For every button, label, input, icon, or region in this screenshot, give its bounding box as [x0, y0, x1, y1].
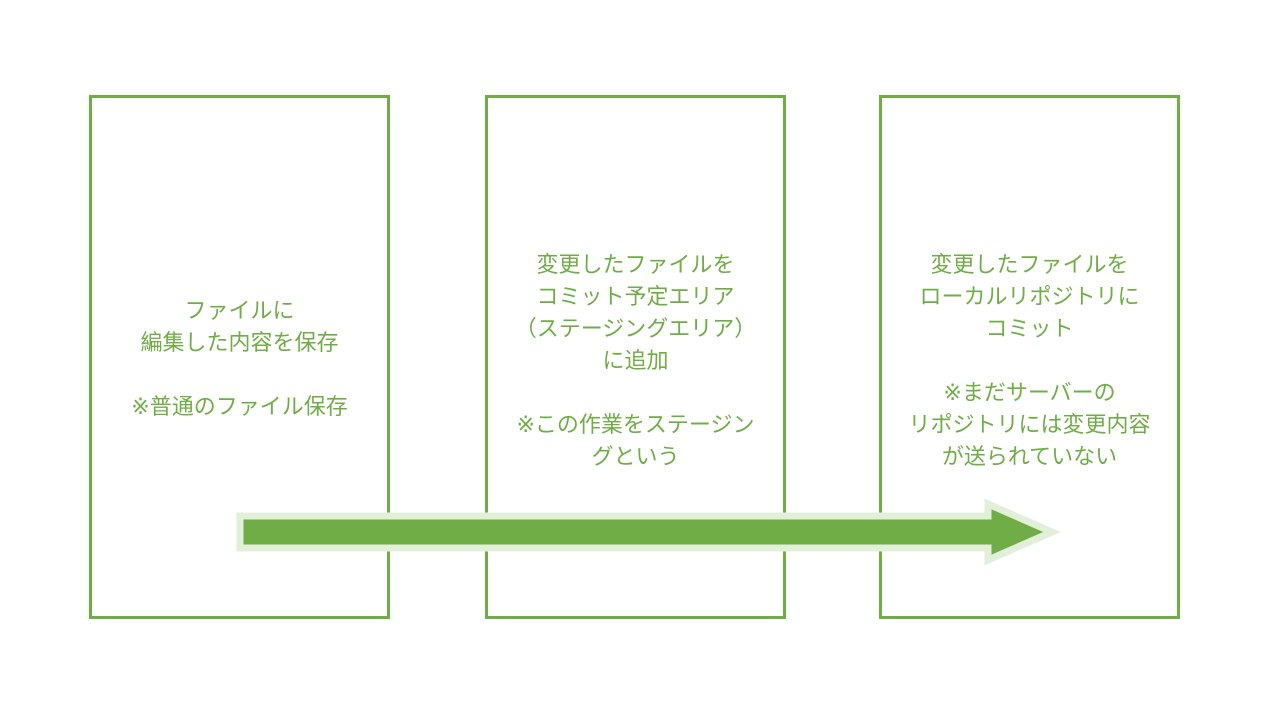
step-line: 変更したファイルを [930, 253, 1129, 278]
step-line: ローカルリポジトリに [919, 285, 1140, 310]
step-note: ※まだサーバーの [943, 381, 1116, 406]
step-line: コミット [985, 317, 1074, 342]
step-box-commit: 変更したファイルを ローカルリポジトリに コミット ※まだサーバーの リポジトリ… [879, 95, 1180, 619]
step-note: ※この作業をステージン [516, 413, 755, 438]
step-line: コミット予定エリア [536, 285, 735, 310]
step-box-staging: 変更したファイルを コミット予定エリア （ステージングエリア） に追加 ※この作… [485, 95, 786, 619]
step-note: ※普通のファイル保存 [131, 395, 348, 420]
step-line: 編集した内容を保存 [140, 331, 339, 356]
step-line: ファイルに [184, 299, 295, 324]
step-line: に追加 [602, 349, 669, 374]
step-line: （ステージングエリア） [514, 317, 757, 342]
step-note: グという [591, 445, 680, 470]
step-line: 変更したファイルを [536, 253, 735, 278]
step-note: リポジトリには変更内容 [908, 413, 1151, 438]
step-note: が送られていない [941, 445, 1118, 470]
step-box-save-file: ファイルに 編集した内容を保存 ※普通のファイル保存 [89, 95, 390, 619]
step-text-commit: 変更したファイルを ローカルリポジトリに コミット ※まだサーバーの リポジトリ… [882, 250, 1177, 474]
step-text-staging: 変更したファイルを コミット予定エリア （ステージングエリア） に追加 ※この作… [488, 250, 783, 474]
step-text-save-file: ファイルに 編集した内容を保存 ※普通のファイル保存 [92, 296, 387, 424]
